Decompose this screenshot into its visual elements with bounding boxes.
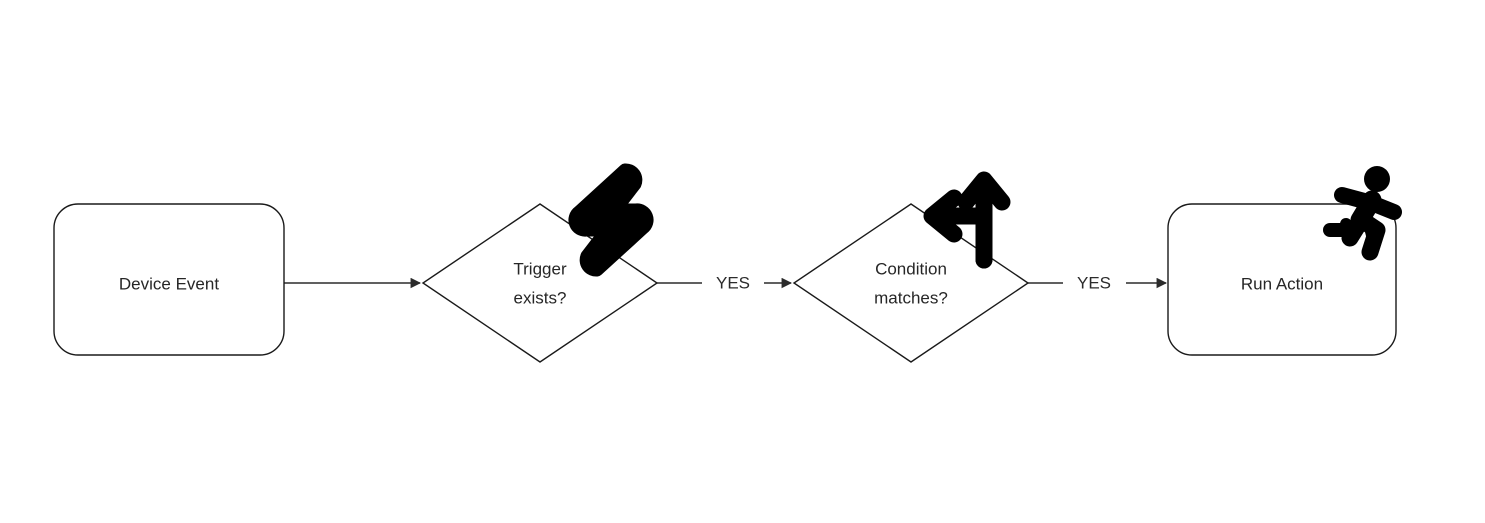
- device-event-label: Device Event: [119, 274, 219, 293]
- edge-trigger-to-condition: YES: [657, 273, 793, 292]
- lightning-bolt-icon: [568, 163, 654, 277]
- node-condition-matches[interactable]: Condition matches?: [792, 203, 1030, 363]
- condition-matches-label-line2: matches?: [874, 288, 948, 307]
- device-event-box[interactable]: [53, 203, 285, 356]
- fork-branch-arrows-icon: [923, 171, 1011, 269]
- running-person-head: [1364, 166, 1390, 192]
- condition-matches-label-line1: Condition: [875, 259, 947, 278]
- edge-label-yes-1: YES: [716, 273, 750, 292]
- run-action-label: Run Action: [1241, 274, 1323, 293]
- run-action-box[interactable]: [1167, 203, 1397, 356]
- node-run-action[interactable]: Run Action: [1167, 203, 1397, 356]
- node-device-event[interactable]: Device Event: [53, 203, 285, 356]
- edge-label-yes-2: YES: [1077, 273, 1111, 292]
- running-person-icon: [1323, 166, 1402, 261]
- trigger-exists-label-line2: exists?: [514, 288, 567, 307]
- edge-condition-to-action: YES: [1028, 273, 1168, 292]
- condition-matches-diamond[interactable]: [792, 203, 1030, 363]
- trigger-exists-label-line1: Trigger: [513, 259, 567, 278]
